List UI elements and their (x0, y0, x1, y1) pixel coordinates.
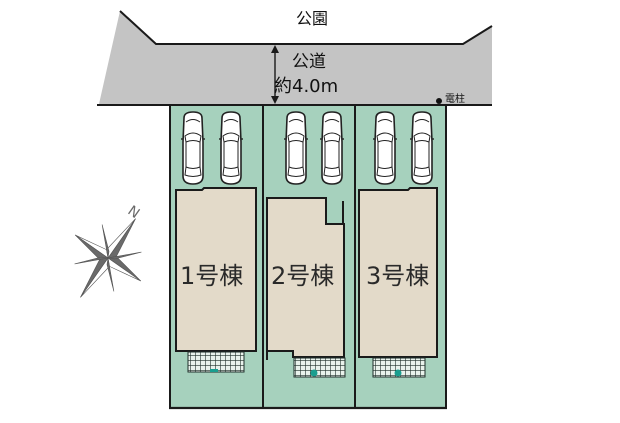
house-1-label: 1号棟 (180, 262, 244, 290)
road-width-label: 約4.0m (274, 76, 339, 97)
car-icon (372, 111, 398, 185)
house-1 (175, 187, 257, 373)
utility-pole-label: 電柱 (445, 94, 465, 105)
public-road (99, 11, 492, 104)
car-icon (180, 111, 206, 185)
car-icon (319, 111, 345, 185)
road-width-arrow (271, 45, 279, 104)
house-3 (358, 187, 438, 378)
car-icon (409, 111, 435, 185)
entrance-marker (394, 369, 402, 377)
car-icon (283, 111, 309, 185)
road-label: 公道 (292, 52, 326, 72)
car-icon (218, 111, 244, 185)
entrance-marker (210, 369, 218, 372)
house-3-label: 3号棟 (366, 262, 430, 290)
house-2 (266, 197, 346, 378)
compass-north-label: N (125, 203, 143, 222)
house-2-label: 2号棟 (271, 262, 335, 290)
park-label: 公園 (296, 9, 329, 28)
compass-rose-icon (74, 218, 142, 298)
utility-pole-icon (436, 98, 442, 104)
entrance-marker (310, 369, 318, 377)
